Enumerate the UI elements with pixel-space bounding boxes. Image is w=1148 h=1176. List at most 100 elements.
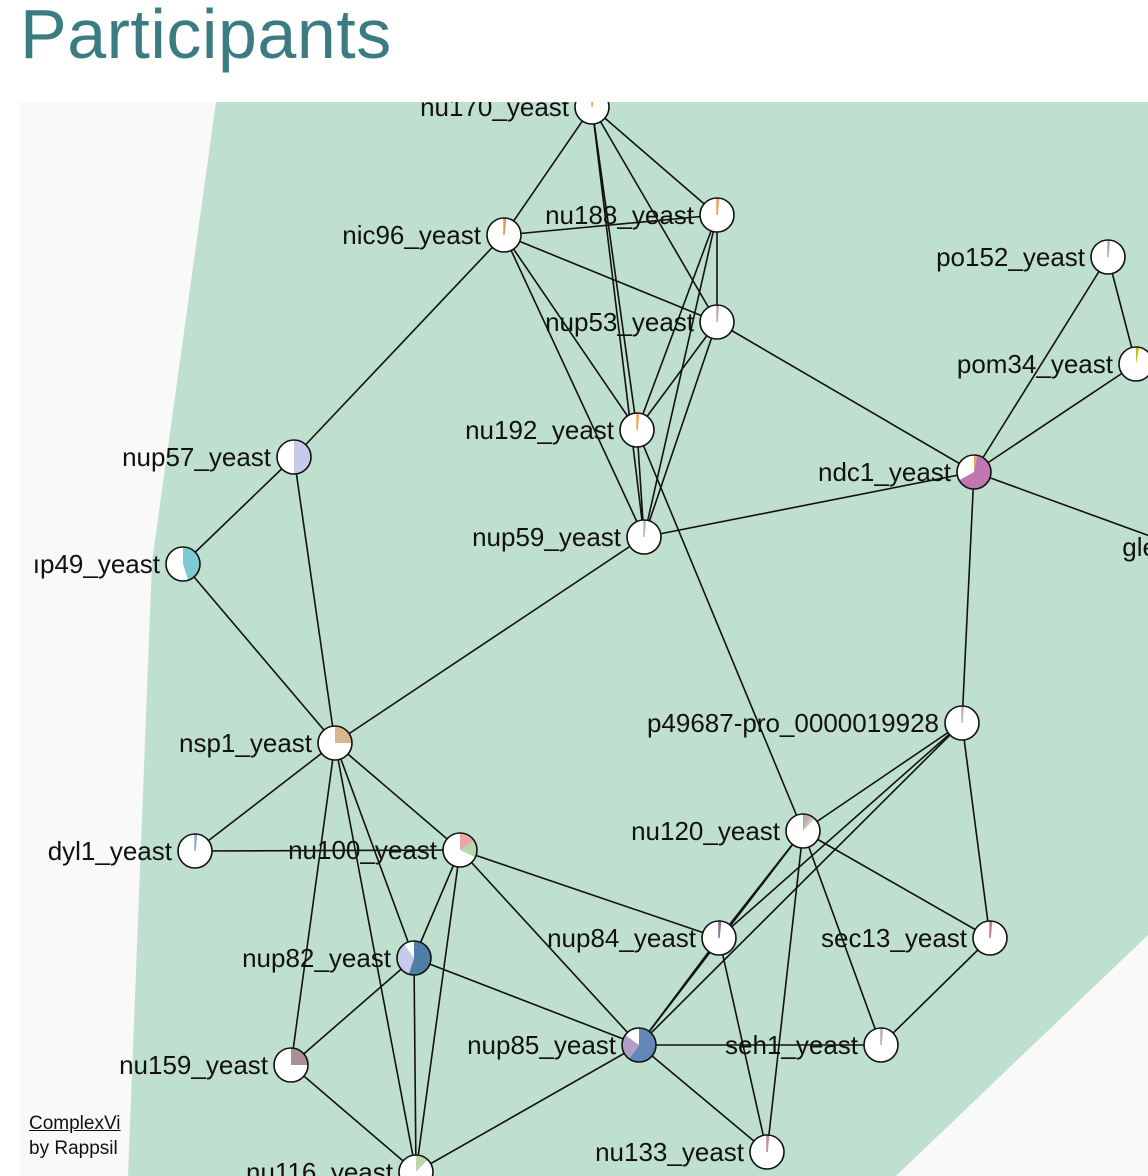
node-nu188[interactable]: nu188_yeast bbox=[545, 197, 735, 233]
edge-dyl1-nu100[interactable] bbox=[194, 849, 461, 852]
credit-footer: ComplexVi by Rappsil bbox=[29, 1111, 121, 1161]
node-circle-pom34[interactable] bbox=[1119, 347, 1148, 381]
node-label-nu192: nu192_yeast bbox=[465, 415, 615, 445]
node-nsp1[interactable]: nsp1_yeast bbox=[179, 725, 353, 761]
node-segment-nu116-0 bbox=[416, 1155, 428, 1172]
edge-nu170-nup59[interactable] bbox=[591, 106, 645, 538]
edge-nup84-nup85[interactable] bbox=[638, 937, 720, 1046]
node-outline-dyl1 bbox=[177, 833, 213, 869]
edge-nu100-nup84[interactable] bbox=[459, 849, 720, 939]
edge-nic96-nup59[interactable] bbox=[503, 234, 645, 538]
node-nup53[interactable]: nup53_yeast bbox=[545, 304, 735, 340]
edge-nu170-nu188[interactable] bbox=[591, 106, 718, 216]
node-outline-po152 bbox=[1090, 239, 1126, 275]
edge-nsp1-nu116[interactable] bbox=[334, 742, 417, 1173]
edge-nu120-sec13[interactable] bbox=[802, 830, 991, 939]
node-nu116[interactable]: nu116_yeast bbox=[246, 1154, 434, 1176]
edge-nu188-nu192[interactable] bbox=[636, 214, 718, 431]
node-segment-nup82-1 bbox=[397, 944, 414, 975]
edge-nu120-nu133[interactable] bbox=[766, 830, 804, 1153]
network-graph[interactable]: nu170_yeast nu188_yeast nic96_yeast po152_y… bbox=[20, 102, 1148, 1176]
node-dyl1[interactable]: dyl1_yeast bbox=[48, 833, 213, 869]
node-nup59[interactable]: nup59_yeast bbox=[472, 519, 662, 555]
node-circle-nu170[interactable] bbox=[575, 102, 609, 124]
edge-p49687-nup85[interactable] bbox=[638, 722, 963, 1046]
edge-nup53-ndc1[interactable] bbox=[716, 321, 975, 473]
node-outline-nu100 bbox=[442, 832, 478, 868]
edge-nu100-nup82[interactable] bbox=[413, 849, 461, 959]
edge-p49687-sec13[interactable] bbox=[961, 722, 991, 939]
edge-nup59-nsp1[interactable] bbox=[334, 536, 645, 744]
edge-sec13-seh1[interactable] bbox=[880, 937, 991, 1046]
node-nup82[interactable]: nup82_yeast bbox=[242, 940, 432, 976]
node-label-nup85: nup85_yeast bbox=[467, 1030, 617, 1060]
edge-ndc1-gle[interactable] bbox=[973, 471, 1148, 547]
node-outline-nup85 bbox=[621, 1027, 657, 1063]
node-pom34[interactable]: pom34_yeast bbox=[957, 346, 1148, 382]
edge-nup53-nu192[interactable] bbox=[636, 321, 718, 431]
edge-nsp1-nu159[interactable] bbox=[290, 742, 336, 1066]
edge-nsp1-dyl1[interactable] bbox=[194, 742, 336, 852]
edge-nup53-nup59[interactable] bbox=[643, 321, 718, 538]
network-canvas[interactable]: nu170_yeast nu188_yeast nic96_yeast po152_y… bbox=[20, 102, 1148, 1176]
edge-nic96-nu192[interactable] bbox=[503, 234, 638, 431]
node-nup57[interactable]: nup57_yeast bbox=[122, 439, 312, 475]
edge-nup82-nu116[interactable] bbox=[413, 957, 417, 1173]
node-outline-nu133 bbox=[749, 1134, 785, 1170]
edge-nu188-nup59[interactable] bbox=[643, 214, 718, 538]
complexviewer-link[interactable]: ComplexVi bbox=[29, 1113, 121, 1134]
node-po152[interactable]: po152_yeast bbox=[936, 239, 1126, 275]
edge-nic96-nup57[interactable] bbox=[293, 234, 505, 458]
node-gle[interactable]: gle bbox=[1122, 530, 1148, 564]
node-sec13[interactable]: sec13_yeast bbox=[821, 920, 1008, 956]
node-outline-nu120 bbox=[785, 813, 821, 849]
edge-nsp1-nu100[interactable] bbox=[334, 742, 461, 851]
node-nu192[interactable]: nu192_yeast bbox=[465, 412, 655, 448]
node-nup84[interactable]: nup84_yeast bbox=[547, 920, 737, 956]
edge-nu170-nu192[interactable] bbox=[591, 106, 638, 431]
node-label-nu120: nu120_yeast bbox=[631, 816, 781, 846]
edge-nup57-nsp1[interactable] bbox=[293, 456, 336, 744]
node-label-nu116: nu116_yeast bbox=[246, 1157, 394, 1176]
edge-p49687-nu120[interactable] bbox=[802, 722, 963, 832]
node-seh1[interactable]: seh1_yeast bbox=[725, 1027, 899, 1063]
edge-po152-pom34[interactable] bbox=[1107, 256, 1137, 365]
node-nup49[interactable]: ıp49_yeast bbox=[33, 546, 201, 582]
node-label-pom34: pom34_yeast bbox=[957, 349, 1114, 379]
edge-nic96-nu188[interactable] bbox=[503, 214, 718, 236]
edge-nic96-nup53[interactable] bbox=[503, 234, 718, 323]
node-p49687[interactable]: p49687-pro_0000019928 bbox=[647, 705, 980, 741]
edge-ndc1-pom34[interactable] bbox=[973, 363, 1137, 473]
edge-nu192-nup59[interactable] bbox=[636, 429, 645, 538]
edge-nup82-nup85[interactable] bbox=[413, 957, 640, 1046]
node-nu170[interactable]: nu170_yeast bbox=[420, 102, 610, 125]
node-segment-nup85-0 bbox=[629, 1028, 657, 1062]
edge-nup85-nu133[interactable] bbox=[638, 1044, 768, 1153]
edge-nup57-nup49[interactable] bbox=[182, 456, 295, 565]
node-outline-nu159 bbox=[273, 1047, 309, 1083]
edge-nup49-nsp1[interactable] bbox=[182, 563, 336, 744]
edge-ndc1-p49687[interactable] bbox=[961, 471, 975, 724]
edge-nu100-nup85[interactable] bbox=[459, 849, 640, 1046]
node-nu120[interactable]: nu120_yeast bbox=[631, 813, 821, 849]
edge-nu170-nup53[interactable] bbox=[591, 106, 718, 323]
edge-nu170-nic96[interactable] bbox=[503, 106, 593, 236]
edge-nu159-nu116[interactable] bbox=[290, 1064, 417, 1173]
node-outline-nup53 bbox=[699, 304, 735, 340]
node-nu159[interactable]: nu159_yeast bbox=[119, 1047, 309, 1083]
edge-nup85-nu116[interactable] bbox=[415, 1044, 640, 1173]
node-label-nup53: nup53_yeast bbox=[545, 307, 695, 337]
edge-ndc1-po152[interactable] bbox=[973, 256, 1109, 473]
edge-p49687-nup84[interactable] bbox=[718, 722, 963, 939]
node-nu100[interactable]: nu100_yeast bbox=[288, 832, 478, 868]
node-nu133[interactable]: nu133_yeast bbox=[595, 1134, 785, 1170]
edge-nup59-ndc1[interactable] bbox=[643, 471, 975, 538]
edge-nu120-seh1[interactable] bbox=[802, 830, 882, 1046]
edge-nup82-nu159[interactable] bbox=[290, 957, 415, 1066]
edge-nu192-nu120[interactable] bbox=[636, 429, 804, 832]
edge-nu100-nu116[interactable] bbox=[415, 849, 461, 1173]
node-nic96[interactable]: nic96_yeast bbox=[342, 217, 522, 253]
node-nup85[interactable]: nup85_yeast bbox=[467, 1027, 657, 1063]
node-ndc1[interactable]: ndc1_yeast bbox=[818, 454, 992, 490]
node-label-seh1: seh1_yeast bbox=[725, 1030, 859, 1060]
